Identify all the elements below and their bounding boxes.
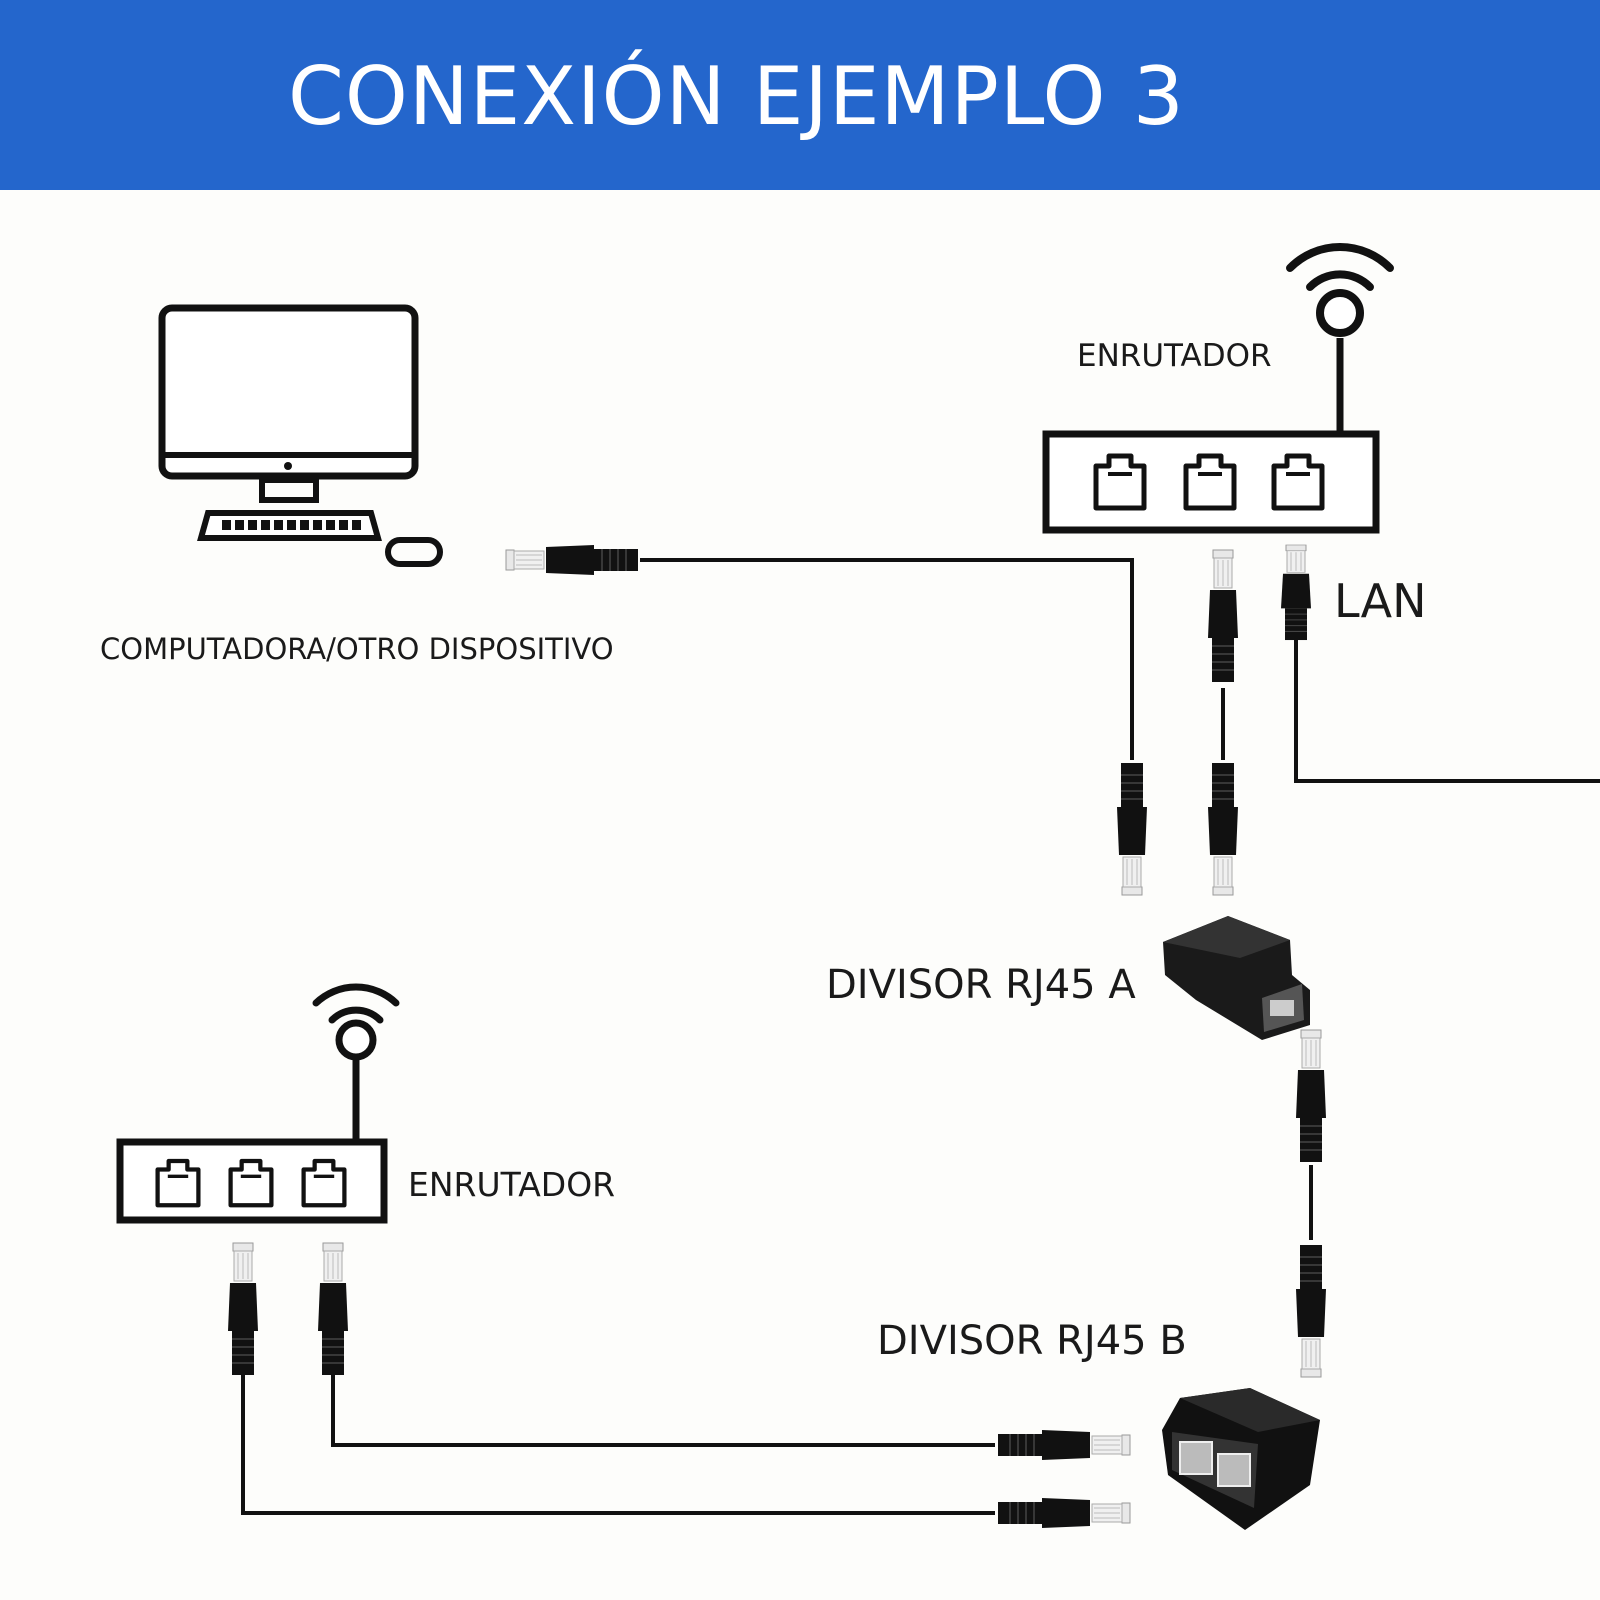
rj45-splitter-a-icon: [1163, 916, 1310, 1040]
computer-label: COMPUTADORA/OTRO DISPOSITIVO: [100, 632, 614, 666]
router-top-label: ENRUTADOR: [1077, 338, 1272, 374]
rj45-splitter-b-icon: [1162, 1388, 1320, 1530]
wifi-antenna-icon: [328, 1006, 384, 1024]
header-bar: [0, 0, 1600, 190]
plug-into-splitter-b: [1295, 1244, 1327, 1378]
plug-router-bottom-1: [227, 1242, 259, 1376]
cables: [241, 558, 1600, 1515]
cable-splitter-b-port-2: [241, 1375, 995, 1515]
plug-computer: [505, 544, 639, 576]
wifi-antenna-icon: [1306, 270, 1374, 291]
plug-from-splitter-a: [1295, 1029, 1327, 1163]
splitter-b-label: DIVISOR RJ45 B: [877, 1318, 1187, 1364]
router-top-icon: [1042, 242, 1394, 534]
page-title: CONEXIÓN EJEMPLO 3: [288, 50, 1185, 143]
lan-label: LAN: [1334, 574, 1427, 628]
plug-router-out-lan: [1280, 544, 1312, 641]
cable-computer-to-splitter-a: [640, 558, 1134, 760]
plug-into-splitter-a-1: [1116, 762, 1148, 896]
cable-lan: [1294, 640, 1600, 783]
cable-splitter-b-port-1: [331, 1375, 995, 1447]
splitter-a-label: DIVISOR RJ45 A: [826, 962, 1136, 1008]
plug-router-bottom-2: [317, 1242, 349, 1376]
router-bottom-label: ENRUTADOR: [408, 1165, 616, 1204]
plug-into-splitter-b-port-1: [997, 1429, 1131, 1461]
plug-into-splitter-b-port-2: [997, 1497, 1131, 1529]
router-bottom-icon: [116, 983, 400, 1224]
plug-router-out-1: [1207, 549, 1239, 683]
desktop-computer-icon: [158, 304, 443, 567]
plug-into-splitter-a-2: [1207, 762, 1239, 896]
